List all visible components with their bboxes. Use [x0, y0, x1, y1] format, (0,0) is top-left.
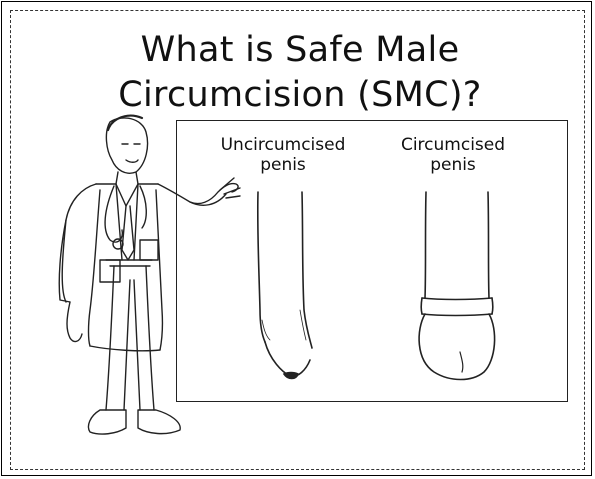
circumcised-label: Circumcised penis: [388, 135, 518, 175]
circumcised-penis-drawing: [410, 190, 510, 385]
doctor-illustration: [30, 110, 245, 455]
uncircumcised-penis-drawing: [240, 190, 330, 385]
page-title: What is Safe Male Circumcision (SMC)?: [40, 28, 560, 118]
